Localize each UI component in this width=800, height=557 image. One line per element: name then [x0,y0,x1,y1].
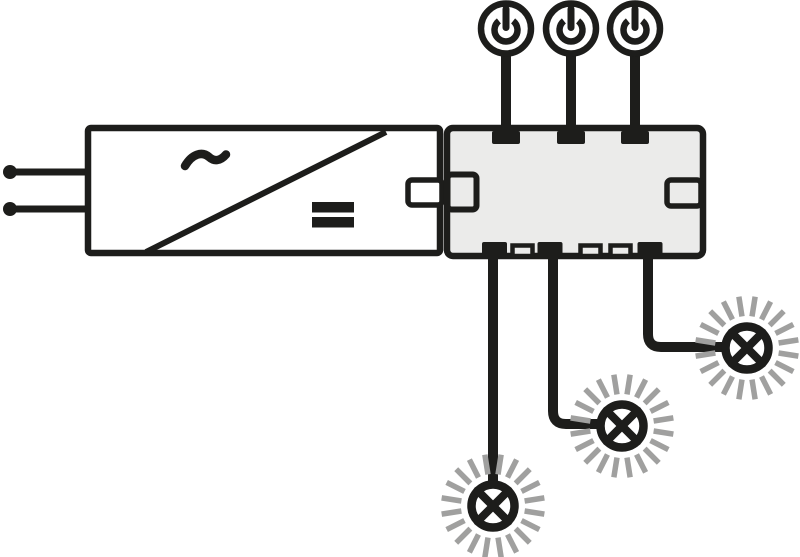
module-indicator-window-3 [608,243,633,259]
ac-tilde-icon [180,149,231,171]
dc-equals-icon [312,202,354,228]
module-bottom-port-2 [537,242,563,255]
power-switch-1 [481,4,531,54]
switch-group [481,4,660,134]
power-icon [546,4,596,54]
module-bottom-port-3 [637,242,663,255]
power-switch-3 [610,4,660,54]
module-indicator-window-1 [510,243,535,259]
power-supply [84,124,445,257]
module-top-port-2 [557,131,585,144]
module-right-connector [664,177,704,209]
power-supply-output-connector [405,177,445,208]
module-indicator-window-2 [578,243,603,259]
power-switch-2 [546,4,596,54]
mains-input [3,165,88,216]
module-top-port-1 [492,131,520,144]
module-left-connector [444,171,480,213]
module-bottom-port-1 [482,242,507,255]
module-top-port-3 [621,131,649,144]
lamp-wires [488,253,724,481]
power-icon [610,4,660,54]
mains-terminal-dot-top [3,165,17,179]
lamp-wire-2 [548,253,601,429]
power-icon [481,4,531,54]
converter-diagonal [144,129,388,255]
lamp-wire-3 [643,253,724,352]
mains-terminal-dot-bottom [3,202,17,216]
control-module [443,124,707,260]
